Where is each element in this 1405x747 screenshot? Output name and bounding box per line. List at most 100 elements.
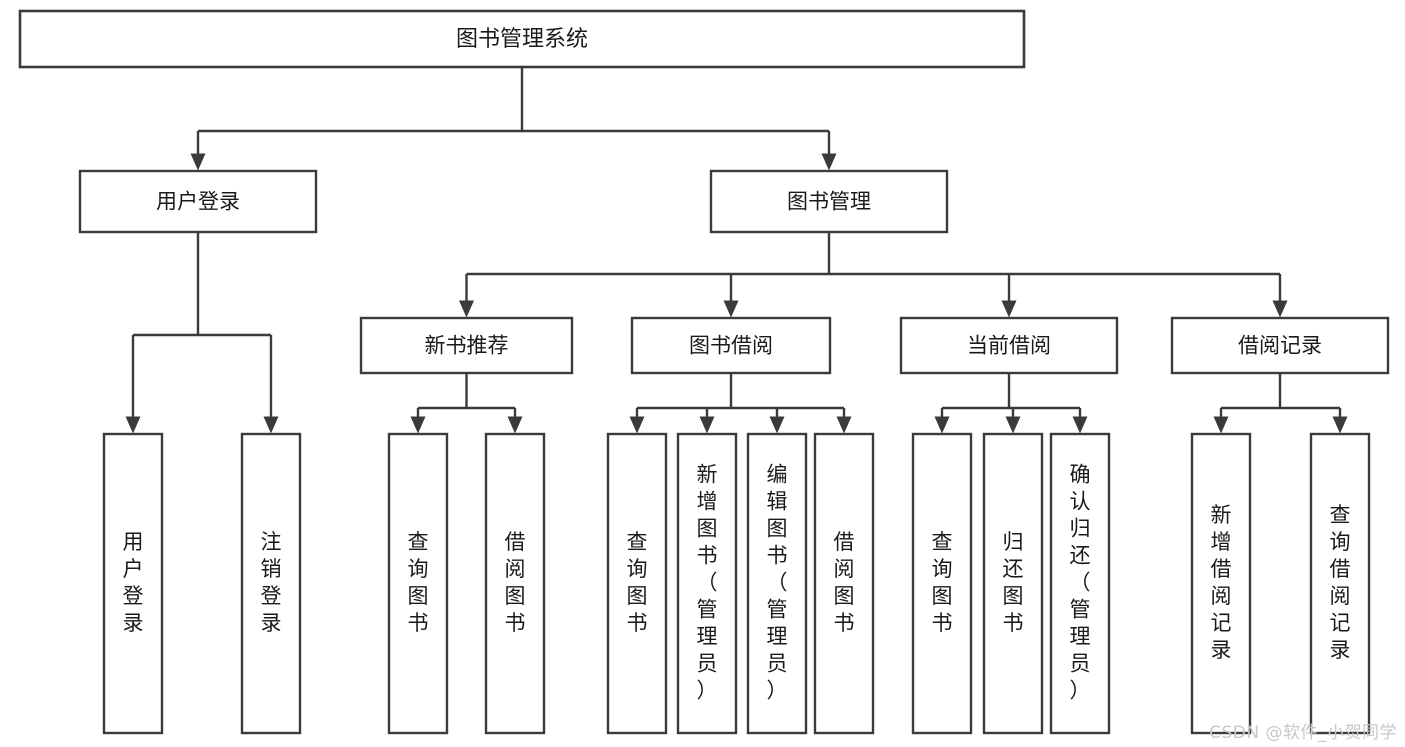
arrow-head-icon — [723, 300, 739, 318]
arrow-head-icon — [934, 416, 950, 434]
node-box — [18, 9, 1026, 69]
node-label-char: 录 — [261, 611, 282, 635]
node-box — [606, 432, 668, 735]
node-label: 新书推荐 — [425, 334, 509, 358]
node-label-char: 书 — [767, 544, 788, 568]
connector-group — [410, 373, 523, 434]
node-box — [813, 432, 875, 735]
node-level3-当前借阅[interactable]: 当前借阅 — [899, 316, 1119, 375]
node-label-char: 管 — [767, 598, 788, 622]
node-label-char: 图 — [627, 584, 648, 608]
arrow-head-icon — [263, 416, 279, 434]
node-label-char: 销 — [261, 557, 282, 581]
node-label-char: 理 — [697, 625, 718, 649]
arrow-head-icon — [1332, 416, 1348, 434]
node-label-char: 询 — [627, 557, 648, 581]
node-box — [1190, 432, 1252, 735]
node-box — [676, 432, 738, 735]
node-label-char: ） — [697, 679, 718, 703]
node-label-char: 增 — [1211, 530, 1232, 554]
node-label-char: 图 — [505, 584, 526, 608]
node-label-char: 询 — [1330, 530, 1351, 554]
node-box — [78, 169, 318, 234]
node-label-char: 借 — [1330, 557, 1351, 581]
node-label-char: 记 — [1330, 611, 1351, 635]
node-label-char: 注 — [261, 530, 282, 554]
node-box — [1170, 316, 1390, 375]
node-label-char: 借 — [505, 530, 526, 554]
node-root-图书管理系统[interactable]: 图书管理系统 — [18, 9, 1026, 69]
node-label-char: 图 — [697, 517, 718, 541]
node-label-char: 阅 — [1211, 584, 1232, 608]
node-label-char: 归 — [1003, 530, 1024, 554]
node-label-char: 查 — [408, 530, 429, 554]
arrow-head-icon — [125, 416, 141, 434]
arrow-head-icon — [629, 416, 645, 434]
node-level2-用户登录[interactable]: 用户登录 — [78, 169, 318, 234]
node-label-char: ） — [1070, 679, 1091, 703]
node-label-char: 辑 — [767, 490, 788, 514]
node-label-char: 理 — [1070, 625, 1091, 649]
node-box — [899, 316, 1119, 375]
node-label-char: 书 — [834, 611, 855, 635]
connector-group — [629, 373, 852, 434]
connector-group — [459, 232, 1288, 318]
node-box — [1309, 432, 1371, 735]
node-box — [709, 169, 949, 234]
node-label-char: 查 — [627, 530, 648, 554]
node-label-char: 登 — [123, 584, 144, 608]
node-label-char: 书 — [697, 544, 718, 568]
node-label-char: 认 — [1070, 490, 1091, 514]
node-level3-图书借阅[interactable]: 图书借阅 — [630, 316, 832, 375]
node-label-char: 确 — [1070, 463, 1091, 487]
node-level3-新书推荐[interactable]: 新书推荐 — [359, 316, 574, 375]
arrow-head-icon — [836, 416, 852, 434]
arrow-head-icon — [459, 300, 474, 318]
arrow-head-icon — [699, 416, 715, 434]
node-label-char: 阅 — [1330, 584, 1351, 608]
arrow-head-icon — [1001, 300, 1017, 318]
node-label-char: （ — [697, 571, 718, 595]
connector-group — [125, 232, 279, 434]
node-layer: 图书管理系统用户登录图书管理新书推荐图书借阅当前借阅借阅记录用户登录注销登录查询… — [18, 9, 1390, 735]
node-label-char: 书 — [627, 611, 648, 635]
node-level3-借阅记录[interactable]: 借阅记录 — [1170, 316, 1390, 375]
arrow-head-icon — [410, 416, 426, 434]
node-box — [359, 316, 574, 375]
node-label-char: 还 — [1070, 544, 1091, 568]
node-label-char: 理 — [767, 625, 788, 649]
node-label-char: 录 — [1211, 638, 1232, 662]
node-label-char: 编 — [767, 463, 788, 487]
node-label: 图书管理系统 — [456, 27, 588, 52]
node-label-char: 图 — [834, 584, 855, 608]
node-label: 用户登录 — [156, 190, 240, 214]
node-label-char: 阅 — [505, 557, 526, 581]
node-box — [1049, 432, 1111, 735]
node-label-char: 登 — [261, 584, 282, 608]
node-label-char: 录 — [1330, 638, 1351, 662]
node-level2-图书管理[interactable]: 图书管理 — [709, 169, 949, 234]
node-label-char: 归 — [1070, 517, 1091, 541]
node-label: 当前借阅 — [967, 334, 1051, 358]
node-leaf-0-用户登录[interactable]: 用户登录 — [102, 432, 164, 735]
node-label-char: ） — [767, 679, 788, 703]
node-label-char: 图 — [767, 517, 788, 541]
node-label-char: 员 — [1070, 652, 1091, 676]
node-label-char: 图 — [408, 584, 429, 608]
node-label: 借阅记录 — [1238, 334, 1322, 358]
node-label-char: 借 — [1211, 557, 1232, 581]
node-box — [240, 432, 302, 735]
